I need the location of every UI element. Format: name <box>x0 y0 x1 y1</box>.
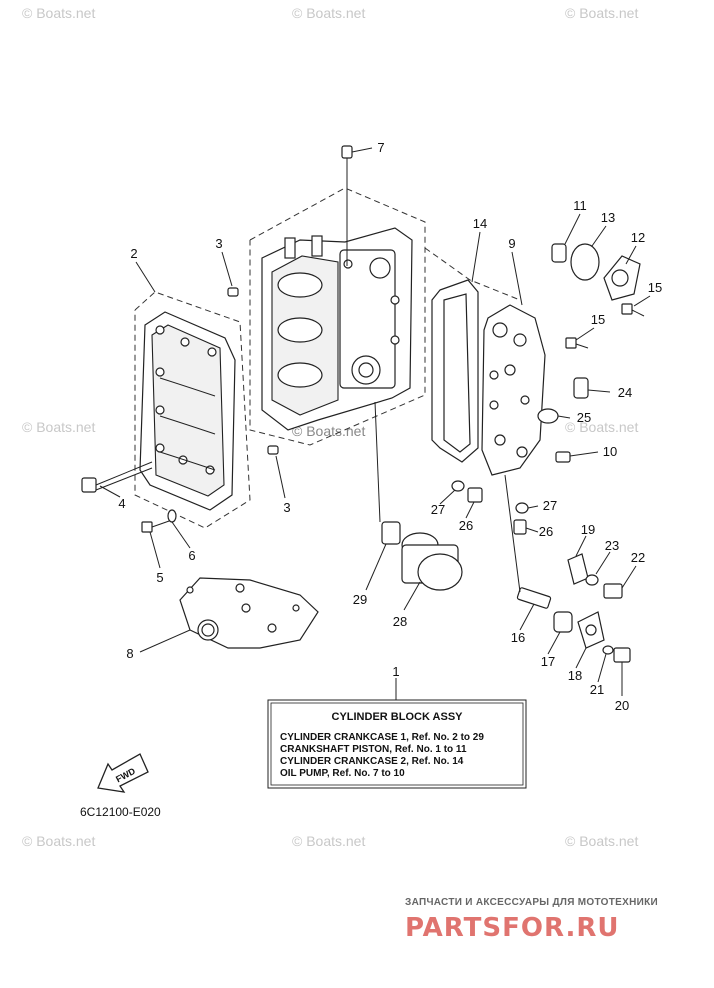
callout-19: 19 <box>581 522 595 537</box>
callout-23: 23 <box>605 538 619 553</box>
fwd-arrow-icon: FWD <box>97 753 149 793</box>
callout-13: 13 <box>601 210 615 225</box>
callout-2: 2 <box>130 246 137 261</box>
assembly-outlines <box>134 187 521 529</box>
callout-10: 10 <box>603 444 617 459</box>
small-parts <box>81 145 645 663</box>
callout-24: 24 <box>618 385 632 400</box>
legend-line: CRANKSHAFT PISTON, Ref. No. 1 to 11 <box>280 744 467 755</box>
callout-6: 6 <box>188 548 195 563</box>
callout-29: 29 <box>353 592 367 607</box>
brand-name: PARTSFOR.RU <box>405 913 619 943</box>
callout-27: 27 <box>543 498 557 513</box>
diagram-code: 6C12100-E020 <box>80 805 161 819</box>
callout-16: 16 <box>511 630 525 645</box>
brand-logo: ЗАПЧАСТИ И АКСЕССУАРЫ ДЛЯ МОТОТЕХНИКИ PA… <box>405 897 658 943</box>
pump-housing-part <box>481 304 546 476</box>
watermark: © Boats.net <box>292 423 365 439</box>
watermark: © Boats.net <box>565 5 638 21</box>
gasket-part <box>431 279 479 463</box>
legend-line: CYLINDER CRANKCASE 2, Ref. No. 14 <box>280 756 464 767</box>
callout-27: 27 <box>431 502 445 517</box>
callout-20: 20 <box>615 698 629 713</box>
leader-lines <box>99 147 651 700</box>
callout-15: 15 <box>648 280 662 295</box>
callout-25: 25 <box>577 410 591 425</box>
watermark: © Boats.net <box>292 5 365 21</box>
watermark-layer: © Boats.net © Boats.net © Boats.net © Bo… <box>22 5 638 849</box>
cylinder-block-part <box>261 227 413 431</box>
watermark: © Boats.net <box>22 833 95 849</box>
callout-7: 7 <box>377 140 384 155</box>
callout-22: 22 <box>631 550 645 565</box>
callout-14: 14 <box>473 216 487 231</box>
callout-labels: 1 2 3 3 4 5 6 7 8 9 10 11 12 13 14 15 15… <box>118 140 662 713</box>
callout-21: 21 <box>590 682 604 697</box>
callout-26: 26 <box>459 518 473 533</box>
legend-line: OIL PUMP, Ref. No. 7 to 10 <box>280 768 405 779</box>
callout-15: 15 <box>591 312 605 327</box>
callout-26: 26 <box>539 524 553 539</box>
callout-12: 12 <box>631 230 645 245</box>
brand-tagline: ЗАПЧАСТИ И АКСЕССУАРЫ ДЛЯ МОТОТЕХНИКИ <box>405 897 658 908</box>
watermark: © Boats.net <box>292 833 365 849</box>
callout-4: 4 <box>118 496 125 511</box>
callout-3: 3 <box>283 500 290 515</box>
callout-3: 3 <box>215 236 222 251</box>
callout-9: 9 <box>508 236 515 251</box>
watermark: © Boats.net <box>22 419 95 435</box>
legend-title: CYLINDER BLOCK ASSY <box>332 711 464 723</box>
callout-8: 8 <box>126 646 133 661</box>
callout-11: 11 <box>573 198 587 213</box>
legend-box: CYLINDER BLOCK ASSY CYLINDER CRANKCASE 1… <box>267 699 527 789</box>
legend-line: CYLINDER CRANKCASE 1, Ref. No. 2 to 29 <box>280 732 484 743</box>
callout-5: 5 <box>156 570 163 585</box>
callout-17: 17 <box>541 654 555 669</box>
watermark: © Boats.net <box>565 833 638 849</box>
callout-18: 18 <box>568 668 582 683</box>
lower-gasket-part <box>179 577 319 649</box>
watermark: © Boats.net <box>565 419 638 435</box>
callout-28: 28 <box>393 614 407 629</box>
callout-1: 1 <box>392 664 399 679</box>
watermark: © Boats.net <box>22 5 95 21</box>
crankcase-cover-part <box>139 311 236 511</box>
